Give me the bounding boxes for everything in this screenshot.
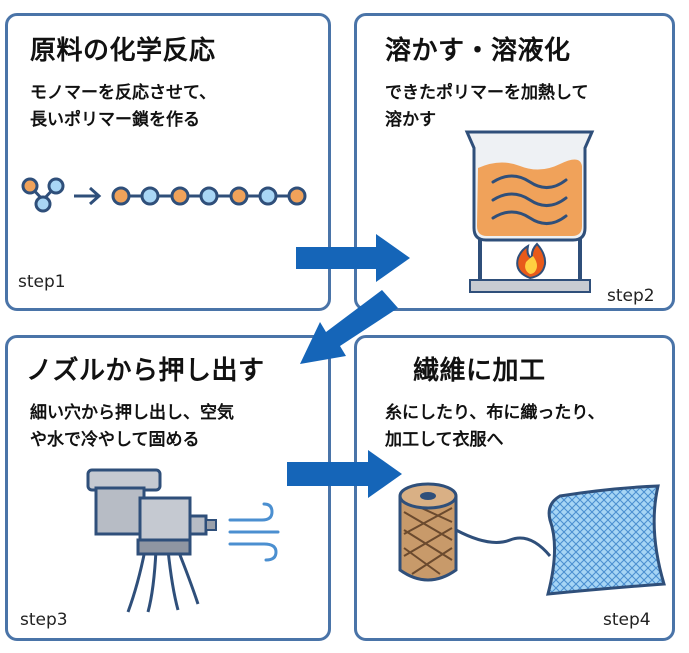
step2-description: できたポリマーを加熱して 溶かす <box>385 80 589 134</box>
reaction-arrow-icon <box>74 186 102 206</box>
step2-desc-line2: 溶かす <box>385 110 436 130</box>
flame-icon <box>516 242 547 280</box>
step3-desc-line2: や水で冷やして固める <box>30 430 200 450</box>
step1-description: モノマーを反応させて、 長いポリマー鎖を作る <box>30 80 216 134</box>
step3-panel: ノズルから押し出す 細い穴から押し出し、空気 や水で冷やして固める step3 <box>5 335 331 641</box>
monomer-icon <box>21 177 65 213</box>
step2-label: step2 <box>607 286 655 306</box>
step1-title: 原料の化学反応 <box>30 36 216 66</box>
step2-title: 溶かす・溶液化 <box>385 36 571 66</box>
step3-label: step3 <box>20 610 68 630</box>
step3-desc-line1: 細い穴から押し出し、空気 <box>30 403 234 423</box>
step4-desc-line2: 加工して衣服へ <box>385 430 504 450</box>
heated-beaker-icon <box>464 130 595 293</box>
step1-desc-line1: モノマーを反応させて、 <box>30 83 217 103</box>
step3-title: ノズルから押し出す <box>26 356 265 386</box>
step1-desc-line2: 長いポリマー鎖を作る <box>30 110 200 130</box>
flow-arrow-step2-to-step3 <box>300 290 398 364</box>
step4-label: step4 <box>603 610 651 630</box>
step2-desc-line1: できたポリマーを加熱して <box>385 83 589 103</box>
step3-description: 細い穴から押し出し、空気 や水で冷やして固める <box>30 400 234 454</box>
polymer-chain-icon <box>111 186 307 206</box>
woven-fabric-icon <box>546 484 666 596</box>
step4-title: 繊維に加工 <box>413 356 546 386</box>
nozzle-icon <box>86 468 217 613</box>
step4-description: 糸にしたり、布に織ったり、 加工して衣服へ <box>385 400 605 454</box>
step1-panel: 原料の化学反応 モノマーを反応させて、 長いポリマー鎖を作る step1 <box>5 13 331 311</box>
step1-label: step1 <box>18 272 66 292</box>
flow-arrow-step3-to-step4 <box>287 450 402 498</box>
flow-arrow-step1-to-step2 <box>296 234 410 282</box>
step4-desc-line1: 糸にしたり、布に織ったり、 <box>385 403 605 423</box>
air-flow-icon <box>228 502 280 562</box>
thread-spool-icon <box>398 482 552 582</box>
